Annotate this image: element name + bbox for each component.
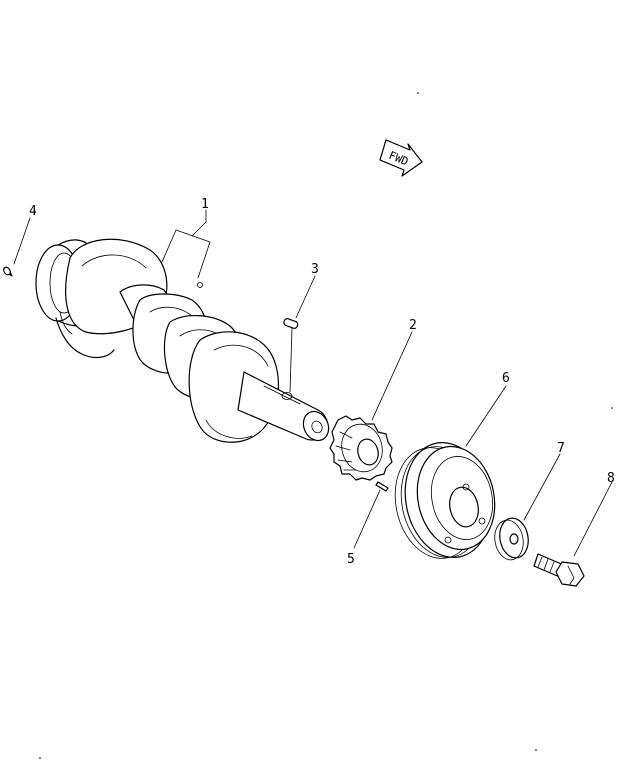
- pulley-part-6: [394, 441, 496, 559]
- crankshaft: [35, 238, 330, 443]
- key-part-3: [283, 318, 299, 329]
- gear-part-2: [329, 415, 393, 481]
- callout-5: 5: [347, 552, 355, 567]
- callout-labels: 1 2 3 4 5 6 7 8: [29, 197, 615, 567]
- fwd-label: FWD: [387, 149, 410, 168]
- pin-part-5: [375, 481, 389, 492]
- callout-1: 1: [201, 197, 209, 212]
- callout-7: 7: [557, 441, 565, 456]
- callout-2: 2: [409, 318, 417, 333]
- callout-8: 8: [607, 471, 615, 486]
- scan-specks: [39, 92, 613, 759]
- washer-part-7: [494, 517, 529, 561]
- pin-part-4: [3, 266, 13, 277]
- fwd-arrow-icon: FWD: [379, 139, 423, 177]
- callout-4: 4: [29, 204, 37, 219]
- callout-6: 6: [502, 371, 510, 386]
- bolt-part-8: [533, 553, 585, 587]
- leader-lines: [13, 209, 613, 557]
- callout-3: 3: [311, 262, 319, 277]
